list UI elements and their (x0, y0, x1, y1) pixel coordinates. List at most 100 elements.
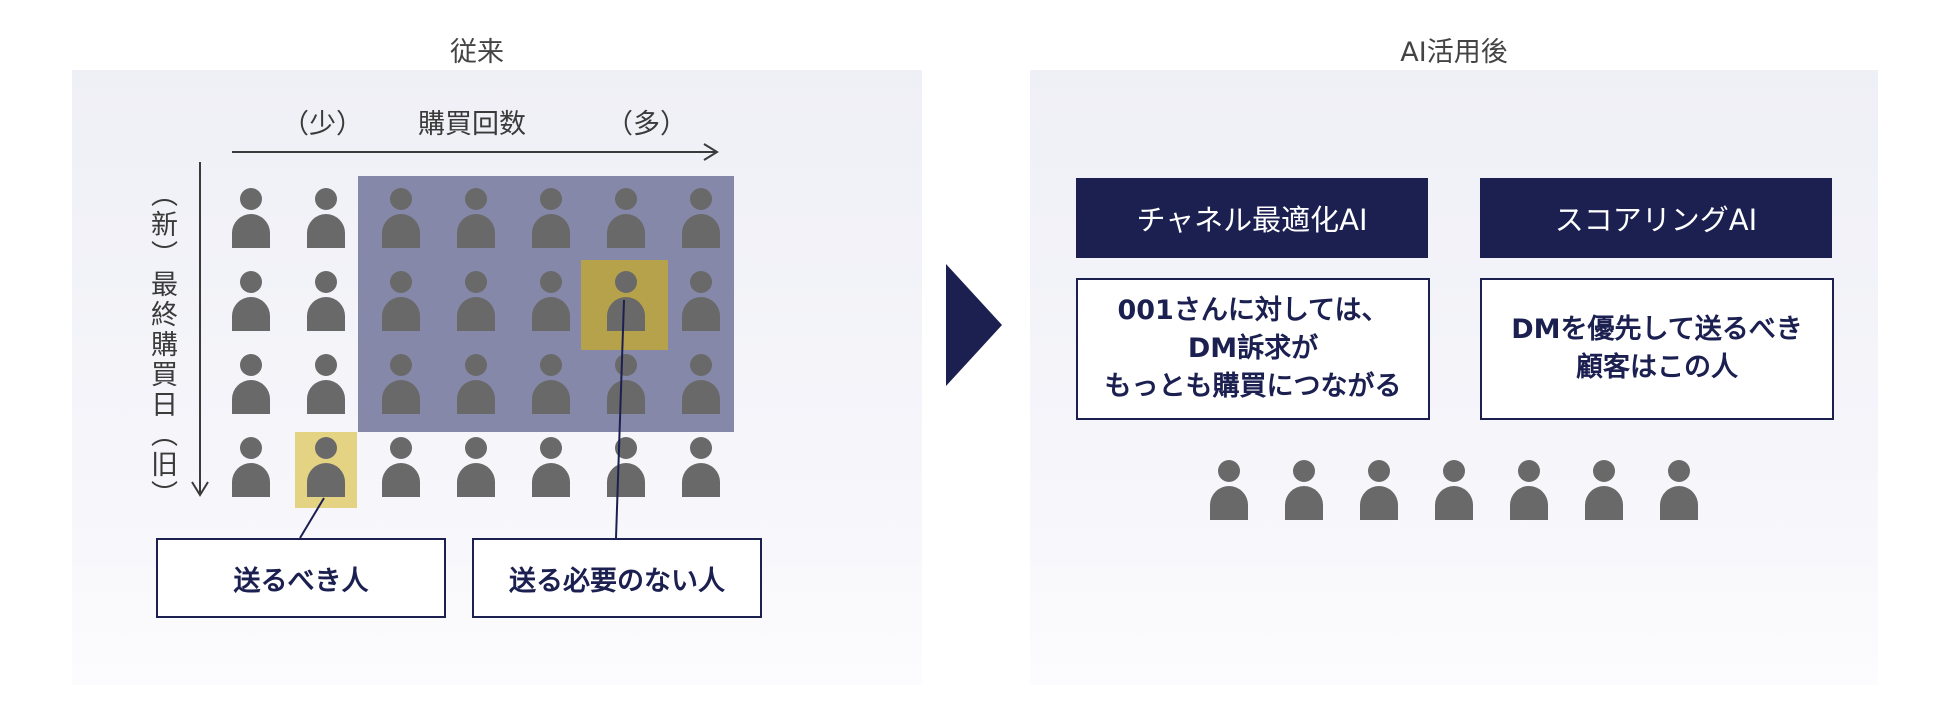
person-head (540, 188, 562, 210)
person-icon (457, 437, 495, 499)
person-head (315, 354, 337, 376)
person-body (532, 297, 570, 331)
scoring-ai-line-1: DMを優先して送るべき (1511, 314, 1803, 345)
scoring-ai-header: スコアリングAI (1480, 178, 1832, 258)
person-body (457, 214, 495, 248)
person-icon (382, 354, 420, 416)
person-head (615, 271, 637, 293)
person-body (1585, 486, 1623, 520)
person-body (1510, 486, 1548, 520)
no-need-connector (615, 299, 625, 539)
person-body (382, 463, 420, 497)
person-head (390, 188, 412, 210)
person-icon (232, 437, 270, 499)
y-axis-arrow (191, 162, 209, 497)
person-icon (682, 437, 720, 499)
person-head (615, 188, 637, 210)
person-icon (457, 188, 495, 250)
person-icon (1360, 460, 1398, 522)
person-icon (532, 354, 570, 416)
person-icon (532, 437, 570, 499)
person-icon (232, 271, 270, 333)
person-body (682, 214, 720, 248)
person-head (315, 188, 337, 210)
person-body (382, 214, 420, 248)
person-icon (457, 354, 495, 416)
person-body (682, 463, 720, 497)
person-body (607, 297, 645, 331)
person-body (307, 214, 345, 248)
person-icon (232, 354, 270, 416)
person-body (457, 297, 495, 331)
person-head (1593, 460, 1615, 482)
person-head (615, 437, 637, 459)
person-icon (1585, 460, 1623, 522)
y-axis-label: （新）最終購買日（旧） (146, 180, 177, 510)
person-head (1443, 460, 1465, 482)
person-head (540, 354, 562, 376)
person-icon (1510, 460, 1548, 522)
person-icon (307, 188, 345, 250)
person-head (465, 437, 487, 459)
person-head (390, 271, 412, 293)
person-body (607, 380, 645, 414)
person-icon (457, 271, 495, 333)
person-icon (382, 188, 420, 250)
person-icon (532, 271, 570, 333)
send-callout: 送るべき人 (156, 538, 446, 618)
person-body (232, 297, 270, 331)
person-body (607, 463, 645, 497)
person-icon (607, 188, 645, 250)
person-head (690, 354, 712, 376)
chevron-right-icon (946, 264, 1002, 386)
person-head (390, 354, 412, 376)
person-head (240, 354, 262, 376)
before-title: 従来 (450, 37, 504, 68)
person-head (1368, 460, 1390, 482)
person-body (532, 463, 570, 497)
send-connector (299, 497, 325, 539)
person-icon (382, 437, 420, 499)
channel-ai-line-3: もっとも購買につながる (1104, 371, 1402, 402)
person-icon (682, 271, 720, 333)
person-head (690, 188, 712, 210)
person-icon (382, 271, 420, 333)
person-icon (607, 271, 645, 333)
person-body (607, 214, 645, 248)
person-body (232, 214, 270, 248)
person-head (615, 354, 637, 376)
after-title: AI活用後 (1400, 37, 1508, 68)
person-icon (307, 354, 345, 416)
person-body (682, 297, 720, 331)
x-axis-label: 購買回数 (418, 109, 526, 140)
person-icon (1210, 460, 1248, 522)
person-body (457, 463, 495, 497)
x-axis-many-label: （多） (606, 109, 687, 140)
person-body (382, 380, 420, 414)
person-icon (1660, 460, 1698, 522)
person-head (690, 271, 712, 293)
person-icon (1285, 460, 1323, 522)
person-head (465, 188, 487, 210)
person-icon (1435, 460, 1473, 522)
person-icon (307, 271, 345, 333)
person-head (240, 437, 262, 459)
person-body (1435, 486, 1473, 520)
person-head (465, 354, 487, 376)
person-head (465, 271, 487, 293)
person-head (540, 271, 562, 293)
person-body (307, 380, 345, 414)
person-body (307, 297, 345, 331)
channel-ai-line-2: DM訴求が (1187, 333, 1319, 364)
person-body (232, 380, 270, 414)
x-axis-few-label: （少） (282, 109, 363, 140)
person-body (307, 463, 345, 497)
person-head (1668, 460, 1690, 482)
channel-ai-header: チャネル最適化AI (1076, 178, 1428, 258)
person-body (457, 380, 495, 414)
person-body (1360, 486, 1398, 520)
scoring-ai-line-2: 顧客はこの人 (1576, 352, 1738, 383)
person-head (1293, 460, 1315, 482)
no-need-callout: 送る必要のない人 (472, 538, 762, 618)
